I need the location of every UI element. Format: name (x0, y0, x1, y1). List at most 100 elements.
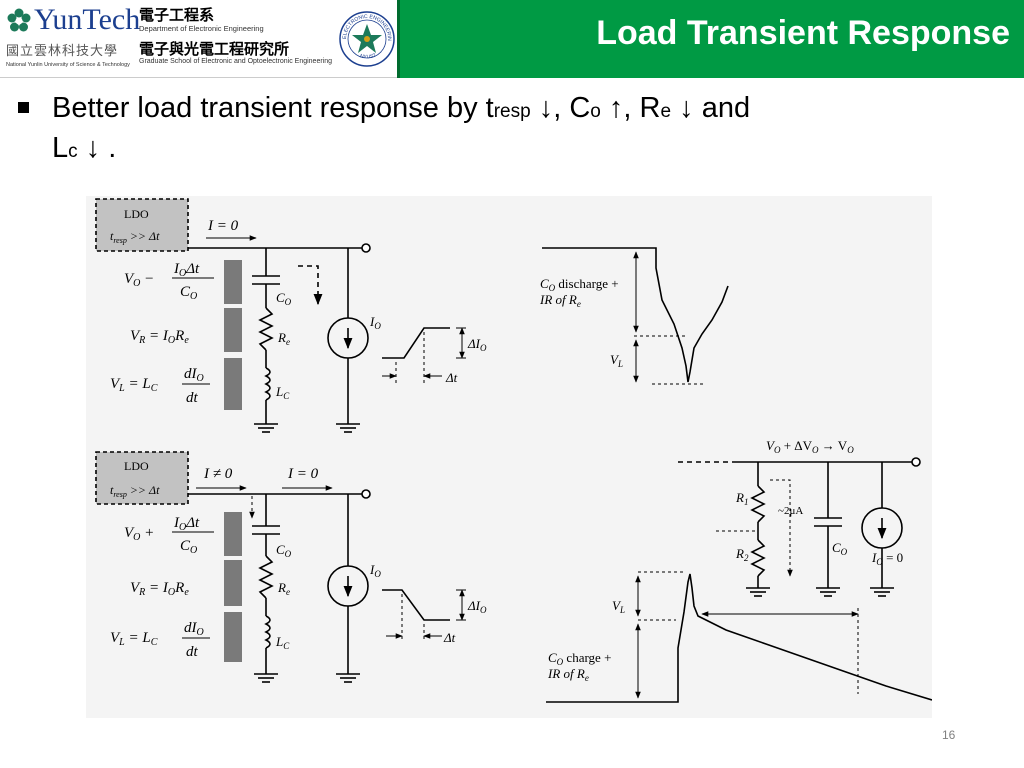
vl-eq-2: = L (125, 630, 151, 646)
dio-num: dI (184, 366, 198, 382)
discharge-tail: discharge + (555, 276, 618, 291)
seal-text-bottom: NYUST (359, 52, 377, 60)
ir-sub: e (577, 299, 581, 309)
bullet-sub: c (68, 141, 78, 162)
vr-tail-sub: e (184, 335, 189, 346)
frac-num-sub: O (179, 268, 186, 279)
svg-text:dIO: dIO (184, 366, 204, 384)
svg-text:ΔIO: ΔIO (467, 598, 487, 615)
svg-text:VL: VL (610, 352, 623, 369)
charge-label: C (548, 650, 557, 665)
top-left-labels: LDO tresp >> Δt I = 0 VO − IOΔt CO VR = … (110, 207, 487, 406)
vr-eq-sub-2: O (168, 587, 175, 598)
svg-text:IOΔt: IOΔt (173, 515, 200, 533)
io-sub-2: O (374, 569, 381, 579)
vo-change-mid-sub: O (812, 445, 819, 455)
tresp-sub-2: resp (113, 490, 126, 499)
bullet-text: ↑, R (600, 92, 661, 124)
r2-sub: 2 (744, 553, 749, 563)
lc-sub: C (283, 391, 290, 401)
university-name-en: National Yunlin University of Science & … (6, 62, 130, 68)
frac-num-tail-2: Δt (185, 515, 200, 531)
svg-text:VR = IORe: VR = IORe (130, 580, 189, 598)
vr-label-2: V (130, 580, 141, 596)
vr-sub-2: R (138, 587, 145, 598)
vr-tail-2: R (174, 580, 184, 596)
frac-den-sub-2: O (190, 545, 197, 556)
svg-text:CO: CO (276, 290, 292, 307)
frac-num-tail: Δt (185, 261, 200, 277)
re-label-2: R (277, 580, 286, 595)
vo-sub: O (133, 278, 140, 289)
io-sub: O (374, 321, 381, 331)
vl-label-2: V (110, 630, 121, 646)
svg-text:tresp >> Δt: tresp >> Δt (110, 229, 160, 245)
dept-name-cn: 電子工程系 (139, 6, 215, 24)
svg-text:IO = 0: IO = 0 (871, 550, 903, 567)
re-label: R (277, 330, 286, 345)
charge-waveform (546, 571, 932, 703)
vo-op-2: + (140, 525, 154, 541)
vl-sub-2: L (118, 637, 125, 648)
co-sub-3: O (841, 547, 848, 557)
discharge-waveform (542, 247, 729, 385)
svg-text:CO discharge +: CO discharge + (540, 276, 619, 293)
dio-num-sub-2: O (197, 627, 204, 638)
vl-sub: L (118, 383, 125, 394)
current-zero-label: I = 0 (207, 218, 239, 234)
co-label: C (276, 290, 285, 305)
r1-label: R (735, 490, 744, 505)
svg-text:Re: Re (277, 580, 290, 597)
bullet-text: ↓ . (77, 132, 117, 164)
svg-text:CO: CO (180, 538, 197, 556)
current-nonzero-label: I ≠ 0 (203, 466, 233, 482)
svg-text:Re: Re (277, 330, 290, 347)
frac-num: I (173, 261, 180, 277)
dio-num-2: dI (184, 620, 198, 636)
delta-io-label: ΔI (467, 336, 481, 351)
charge-tail: charge + (563, 650, 611, 665)
svg-text:VL = LC: VL = LC (110, 376, 158, 394)
bottom-left-circuit (95, 451, 466, 683)
vr-eq: = I (145, 328, 169, 344)
slide-title: Load Transient Response (596, 14, 1010, 52)
dio-den-2: dt (186, 644, 199, 660)
svg-text:VR = IORe: VR = IORe (130, 328, 189, 346)
svg-text:tresp >> Δt: tresp >> Δt (110, 483, 160, 499)
frac-num-sub-2: O (179, 522, 186, 533)
vr-eq-sub: O (168, 335, 175, 346)
ldo-label: LDO (124, 207, 149, 221)
svg-text:LC: LC (275, 634, 290, 651)
svg-text:R2: R2 (735, 546, 749, 563)
delta-t-label: Δt (445, 370, 458, 385)
load-transient-figure: LDO tresp >> Δt I = 0 VO − IOΔt CO VR = … (86, 196, 932, 718)
dept-name-en: Department of Electronic Engineering (139, 24, 264, 33)
svg-text:VO + ΔVO → VO: VO + ΔVO → VO (766, 438, 854, 455)
io-zero-label: I (871, 550, 877, 565)
co-sub-2: O (285, 549, 292, 559)
bullet-text: L (52, 132, 69, 164)
vo-label: V (124, 271, 135, 287)
dio-den: dt (186, 390, 199, 406)
brand-name: YunTech (34, 3, 141, 36)
svg-text:NYUST: NYUST (359, 52, 377, 60)
svg-text:dIO: dIO (184, 620, 204, 638)
svg-text:VL: VL (612, 598, 625, 615)
io-zero-tail: = 0 (883, 550, 903, 565)
vo-change-mid: + ΔV (780, 438, 812, 453)
bullet-text: Better load transient response by t (52, 92, 494, 124)
grad-school-cn: 電子與光電工程研究所 (139, 40, 290, 58)
slide-header: YunTech 電子工程系 Department of Electronic E… (0, 0, 1024, 78)
discharge-label: C (540, 276, 549, 291)
tresp-label: t (110, 229, 114, 243)
lc-sub-2: C (283, 641, 290, 651)
bullet-square-icon (18, 102, 29, 113)
ldo-label-2: LDO (124, 459, 149, 473)
svg-text:VO +: VO + (124, 525, 154, 543)
r2-label: R (735, 546, 744, 561)
svg-text:CO: CO (180, 284, 197, 302)
co-label-2: C (276, 542, 285, 557)
vl-rise-label: V (612, 598, 622, 613)
svg-text:CO: CO (276, 542, 292, 559)
vl-eq: = L (125, 376, 151, 392)
